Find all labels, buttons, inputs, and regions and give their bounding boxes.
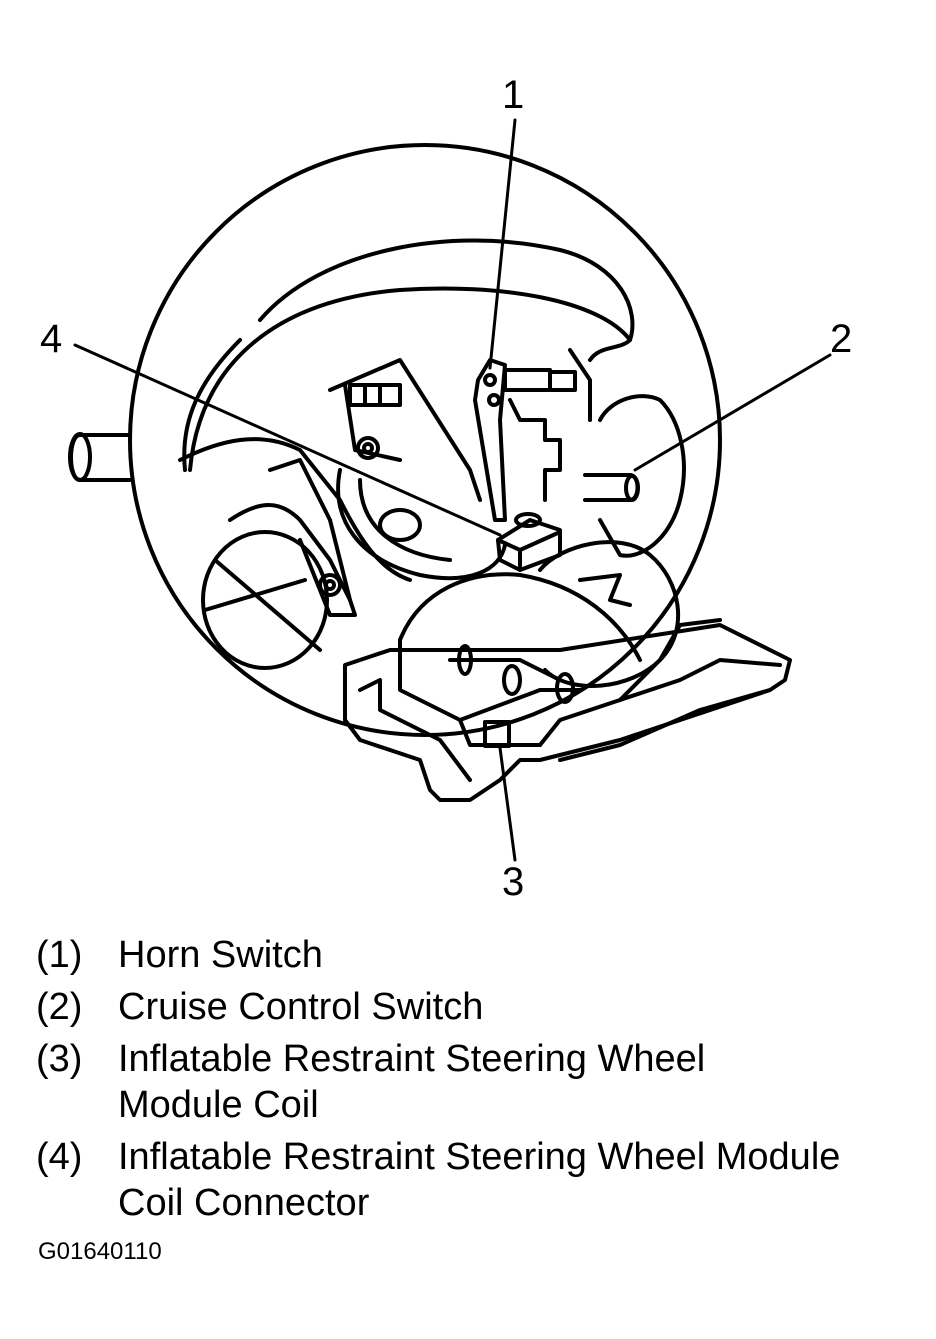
leader-line-4 — [73, 343, 502, 537]
legend-label: Inflatable Restraint Steering Wheel Modu… — [118, 1036, 916, 1128]
figure-id: G01640110 — [38, 1238, 162, 1265]
wheel-rim-inner-left — [182, 338, 242, 472]
legend-label-line: Module Coil — [118, 1084, 319, 1126]
leader-line-2 — [633, 353, 832, 472]
legend-number: (1) — [36, 934, 83, 976]
legend-label-line: Inflatable Restraint Steering Wheel Modu… — [118, 1136, 841, 1178]
inner-dish — [336, 468, 507, 581]
wheel-rim-inner — [188, 286, 632, 472]
wheel-rim-inner-top — [258, 238, 635, 342]
legend-item-cruise-control-switch: (2) Cruise Control Switch — [36, 984, 916, 1030]
legend-item-horn-switch: (1) Horn Switch — [36, 932, 916, 978]
upper-connector — [503, 368, 552, 392]
callout-2: 2 — [830, 317, 852, 361]
legend-label: Horn Switch — [118, 932, 916, 978]
callout-4: 4 — [40, 317, 62, 361]
coil-connector-port — [483, 720, 511, 748]
left-bracket — [268, 458, 357, 617]
legend-label-line: Horn Switch — [118, 934, 323, 976]
callout-1: 1 — [502, 73, 524, 117]
coil-housing — [343, 618, 792, 802]
bolt-upper — [356, 436, 380, 460]
legend-label: Cruise Control Switch — [118, 984, 916, 1030]
legend-item-module-coil: (3) Inflatable Restraint Steering Wheel … — [36, 1036, 916, 1128]
center-bracket — [328, 358, 482, 502]
left-pad — [201, 530, 329, 670]
legend-label-line: Coil Connector — [118, 1182, 370, 1224]
legend-label-line: Inflatable Restraint Steering Wheel — [118, 1038, 706, 1080]
steering-wheel-diagram: 1 2 3 4 — [40, 73, 852, 900]
legend-number: (2) — [36, 986, 83, 1028]
legend: (1) Horn Switch (2) Cruise Control Switc… — [36, 932, 916, 1232]
legend-label-line: Cruise Control Switch — [118, 986, 484, 1028]
legend-label: Inflatable Restraint Steering Wheel Modu… — [118, 1134, 916, 1226]
legend-number: (4) — [36, 1136, 83, 1178]
legend-number: (3) — [36, 1038, 83, 1080]
cruise-control-pad — [583, 394, 686, 558]
leader-line-1 — [488, 118, 517, 370]
left-spoke — [178, 437, 412, 582]
horn-switch — [473, 358, 507, 522]
leader-line-3 — [498, 746, 517, 862]
steering-shaft — [69, 433, 132, 482]
wheel-rim-outer — [128, 143, 722, 737]
coil-dome — [398, 540, 681, 688]
legend-item-module-coil-connector: (4) Inflatable Restraint Steering Wheel … — [36, 1134, 916, 1226]
bolt-lower — [318, 573, 342, 597]
callout-3: 3 — [502, 860, 524, 900]
